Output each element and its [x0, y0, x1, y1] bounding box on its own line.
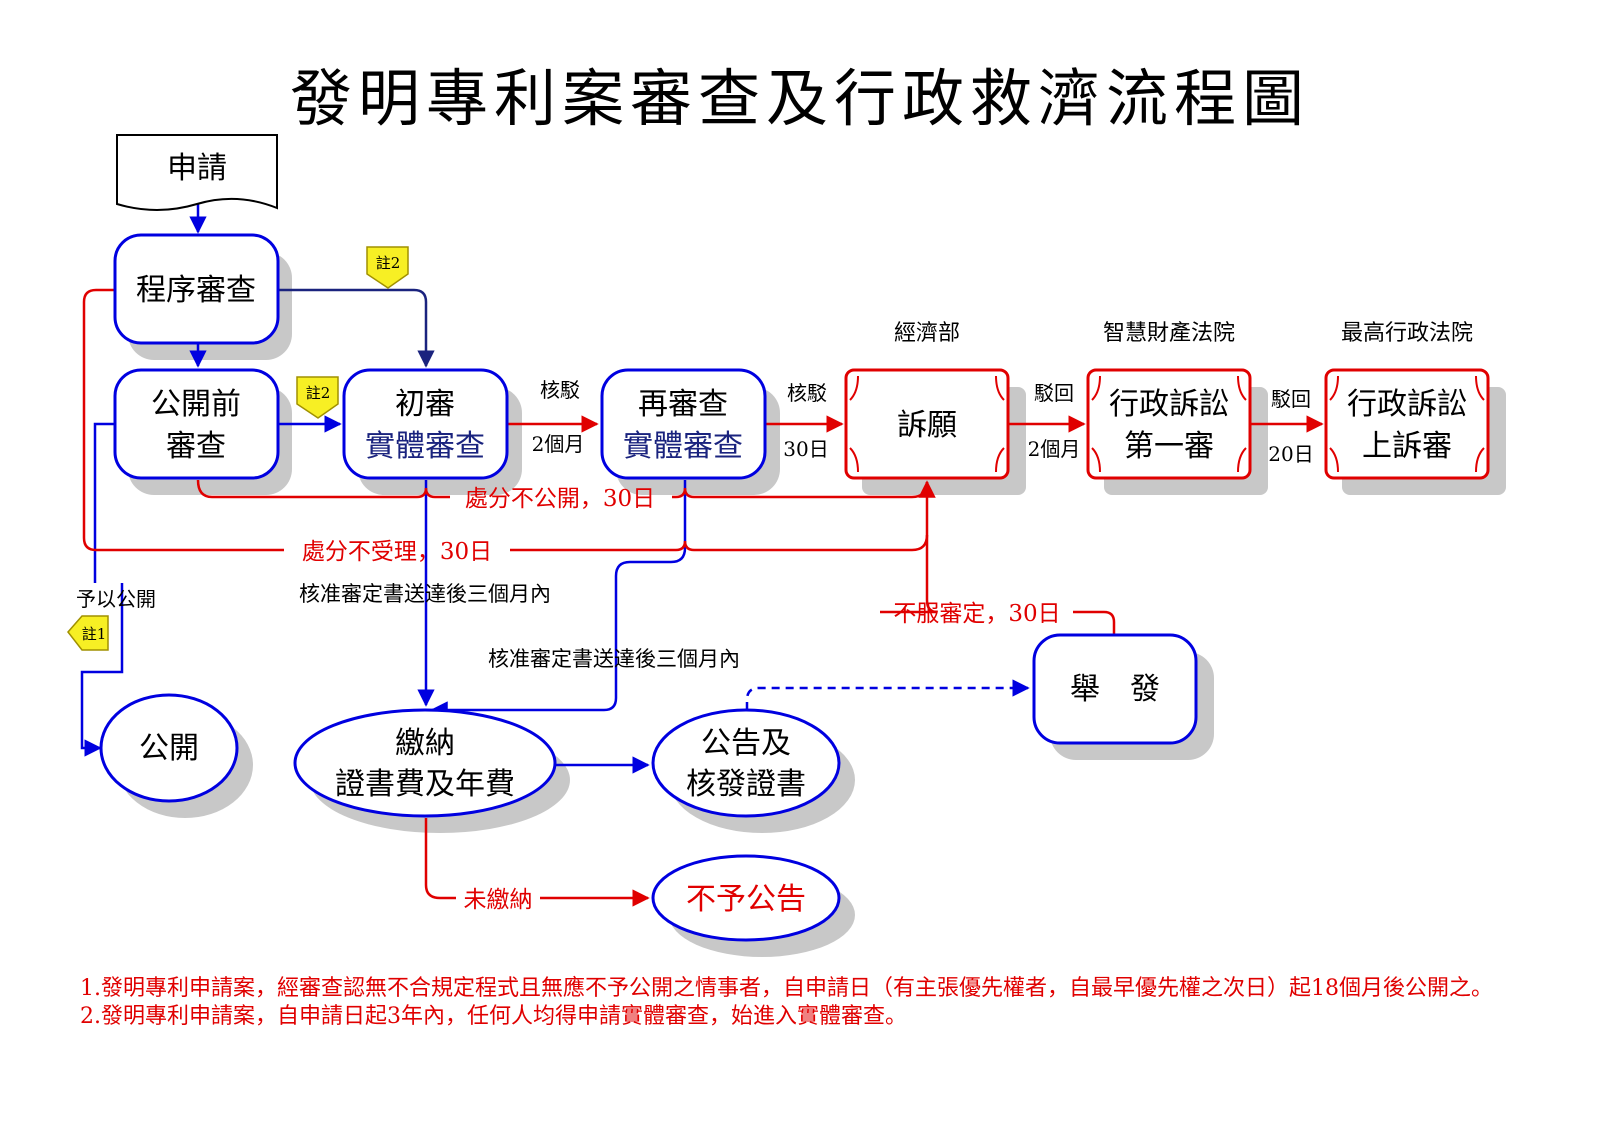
- label-disagree: 不服審定，30日: [893, 601, 1060, 627]
- node-publish: 公開: [99, 693, 239, 803]
- re-line2: 實體審查: [623, 429, 743, 464]
- edge-prepub-to-publish: [80, 422, 124, 748]
- edge-disagree: [880, 482, 1116, 634]
- label-reject1-time: 2個月: [532, 432, 585, 456]
- pay-line1: 繳納: [395, 726, 455, 761]
- label-reject2-time: 30日: [783, 437, 828, 461]
- footnote-1: 1.發明專利申請案，經審查認無不合規定程式且無應不予公開之情事者，自申請日（有主…: [80, 976, 1493, 1001]
- node-appeal: 訴願: [844, 368, 1010, 480]
- node-apply: 申請: [116, 134, 278, 211]
- formal-review-label: 程序審查: [136, 273, 256, 308]
- label-reject2: 核駁: [787, 381, 827, 405]
- svg-text:註2: 註2: [306, 384, 331, 402]
- label-dismiss1: 駁回: [1034, 381, 1074, 405]
- no-announce-label: 不予公告: [686, 882, 806, 917]
- label-publish-it: 予以公開: [76, 587, 156, 611]
- node-admin-litigation-appeal: 行政訴訟 上訴審: [1324, 368, 1490, 480]
- label-dismiss2: 駁回: [1271, 387, 1311, 411]
- svg-text:註2: 註2: [376, 254, 401, 272]
- admin1-line2: 第一審: [1124, 429, 1214, 464]
- footnote-2: 2.發明專利申請案，自申請日起3年內，任何人均得申請實體審查，始進入實體審查。: [80, 1004, 907, 1029]
- admin2-line1: 行政訴訟: [1347, 387, 1467, 422]
- footnotes: 1.發明專利申請案，經審查認無不合規定程式且無應不予公開之情事者，自申請日（有主…: [80, 975, 1540, 1031]
- node-pay-fees: 繳納 證書費及年費: [293, 708, 557, 818]
- node-pre-publication-review: 公開前 審查: [113, 368, 280, 480]
- publish-label: 公開: [139, 731, 199, 766]
- node-admin-litigation-first: 行政訴訟 第一審: [1086, 368, 1252, 480]
- re-line1: 再審查: [638, 387, 728, 422]
- label-not-publish: 處分不公開，30日: [465, 486, 655, 512]
- node-report: 舉 發: [1032, 633, 1198, 745]
- appeal-label: 訴願: [897, 408, 957, 443]
- label-approve2: 核准審定書送達後三個月內: [488, 647, 740, 671]
- edge-not-accept: [82, 288, 929, 552]
- label-approve1: 核准審定書送達後三個月內: [299, 582, 551, 606]
- edge-formal-to-first: [278, 288, 435, 368]
- announce-line1: 公告及: [701, 726, 791, 761]
- edge-re-to-pay: [430, 480, 687, 719]
- label-unpaid: 未繳納: [464, 887, 533, 913]
- admin2-line2: 上訴審: [1362, 429, 1452, 464]
- pre-pub-line1: 公開前: [151, 387, 241, 422]
- node-re-examination: 再審查 實體審查: [600, 368, 767, 480]
- authority-ip-court: 智慧財產法院: [1103, 321, 1235, 346]
- label-dismiss2-time: 20日: [1268, 442, 1313, 466]
- announce-line2: 核發證書: [686, 767, 806, 802]
- first-line2: 實體審查: [365, 429, 485, 464]
- note2-flag-top: 註2: [366, 246, 409, 289]
- note1-flag: 註1: [67, 615, 109, 651]
- svg-text:註1: 註1: [82, 625, 107, 643]
- pre-pub-line2: 審查: [166, 429, 226, 464]
- label-not-accept: 處分不受理，30日: [302, 539, 492, 565]
- apply-label: 申請: [167, 151, 227, 186]
- authority-moea: 經濟部: [894, 321, 960, 346]
- edge-announce-to-report: [745, 679, 1030, 710]
- node-announce: 公告及 核發證書: [651, 708, 841, 818]
- label-reject1: 核駁: [540, 378, 580, 402]
- note2-flag-mid: 註2: [296, 376, 339, 419]
- admin1-line1: 行政訴訟: [1109, 387, 1229, 422]
- node-no-announcement: 不予公告: [651, 854, 841, 942]
- edge-not-publish: [196, 480, 927, 497]
- first-line1: 初審: [395, 387, 455, 422]
- page-title: 發明專利案審查及行政救濟流程圖: [289, 62, 1310, 135]
- pay-line2: 證書費及年費: [335, 767, 515, 802]
- node-formal-review: 程序審查: [113, 233, 280, 345]
- label-dismiss1-time: 2個月: [1028, 437, 1081, 461]
- node-first-examination: 初審 實體審查: [342, 368, 509, 480]
- authority-supreme-admin: 最高行政法院: [1341, 321, 1473, 346]
- edge-unpaid: [424, 818, 648, 898]
- report-label: 舉 發: [1070, 672, 1160, 707]
